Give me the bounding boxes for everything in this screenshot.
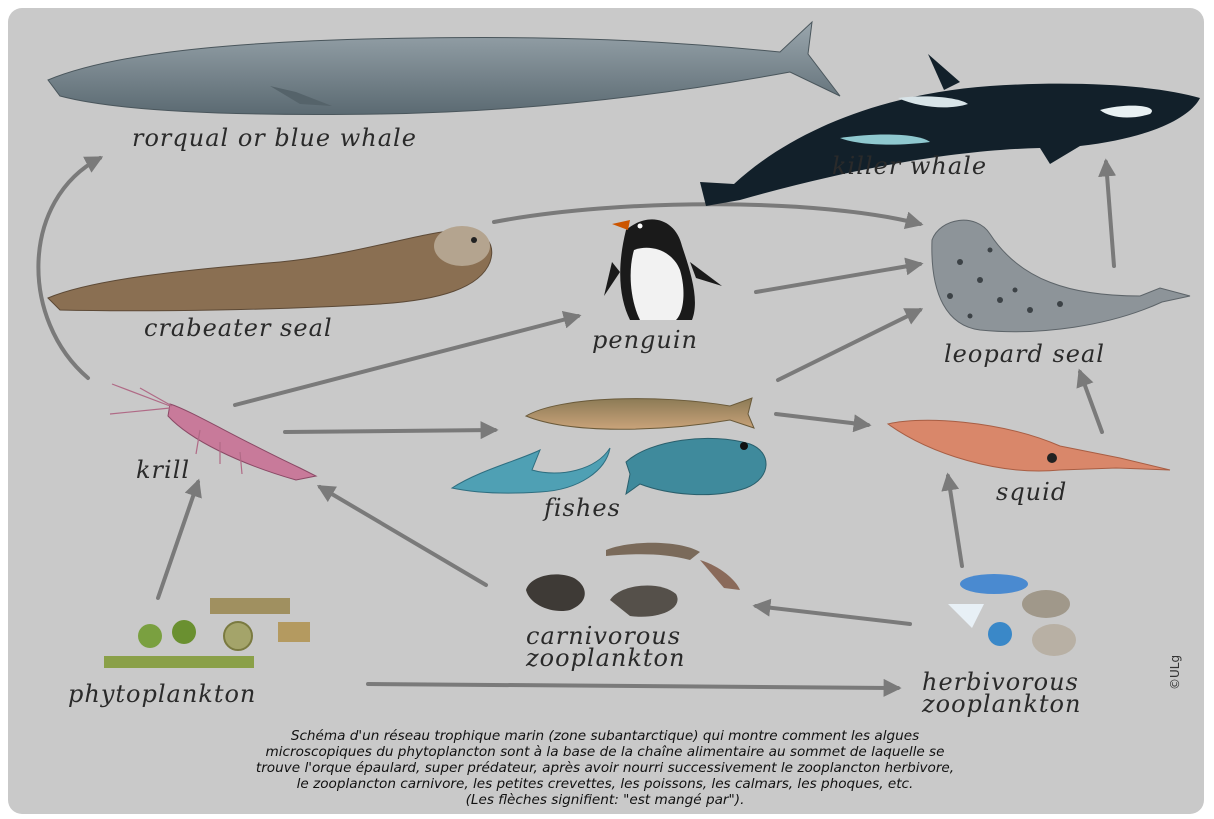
caption-line-5: (Les flèches signifient: "est mangé par"… [30,792,1180,808]
label-penguin: penguin [592,326,698,354]
label-blue-whale: rorqual or blue whale [132,124,417,152]
squid-illustration [888,420,1170,471]
label-carnivorous-zooplankton-line2: zooplankton [526,644,685,672]
fishes-illustration [452,398,766,495]
herbivorous-zooplankton-illustration [948,574,1076,656]
penguin-illustration [604,219,722,320]
arrow-fishes-to-squid [776,414,868,425]
arrow-crabeater-seal-to-leopard-seal [494,204,920,224]
label-killer-whale: killer whale [832,152,987,180]
label-herbivorous-zooplankton-line2: zooplankton [922,690,1081,718]
killer-whale-illustration [700,54,1200,206]
blue-whale-illustration [48,22,840,114]
carnivorous-zooplankton-illustration [526,543,740,617]
arrow-phytoplankton-to-krill [158,482,198,598]
arrow-herbivorous-zooplankton-to-carnivorous-zooplankton [756,606,910,624]
caption-line-4: le zooplancton carnivore, les petites cr… [30,776,1180,792]
arrow-carnivorous-zooplankton-to-krill [320,487,486,585]
arrow-phytoplankton-to-herbivorous-zooplankton [368,684,898,688]
arrow-penguin-to-leopard-seal [756,264,920,292]
label-crabeater-seal: crabeater seal [144,314,333,342]
arrow-krill-to-blue-whale [38,158,100,378]
label-leopard-seal: leopard seal [944,340,1105,368]
label-fishes: fishes [544,494,621,522]
arrow-herbivorous-zooplankton-to-squid [948,476,962,566]
arrow-squid-to-leopard-seal [1080,372,1102,432]
caption: Schéma d'un réseau trophique marin (zone… [30,728,1180,808]
label-squid: squid [996,478,1067,506]
label-phytoplankton: phytoplankton [68,680,256,708]
crabeater-seal-illustration [48,226,492,311]
arrow-krill-to-fishes [285,430,495,432]
arrow-fishes-to-leopard-seal [778,310,920,380]
leopard-seal-illustration [932,220,1190,332]
credit-ulg: ©ULg [1168,655,1182,690]
caption-line-2: microscopiques du phytoplancton sont à l… [30,744,1180,760]
caption-line-3: trouve l'orque épaulard, super prédateur… [30,760,1180,776]
label-krill: krill [136,456,190,484]
caption-line-1: Schéma d'un réseau trophique marin (zone… [30,728,1180,744]
phytoplankton-illustration [104,598,310,668]
arrow-leopard-seal-to-killer-whale [1106,162,1114,266]
